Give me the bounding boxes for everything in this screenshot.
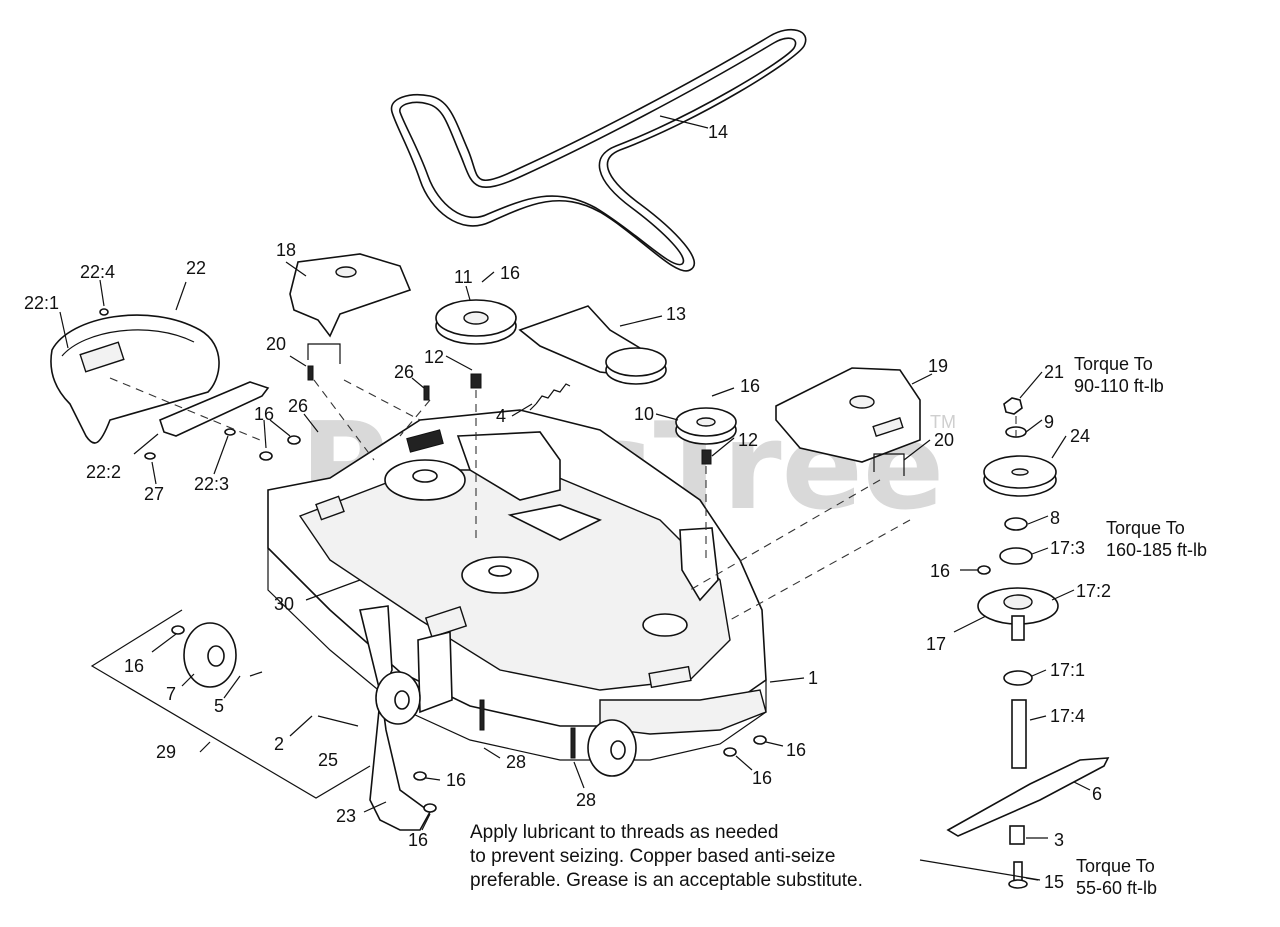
group-bracket-29 xyxy=(90,609,371,799)
callout-16-h: 16 xyxy=(446,770,466,790)
callout-16-b: 16 xyxy=(254,404,274,424)
belt-cover-19[interactable] xyxy=(775,367,921,463)
callout-17: 17 xyxy=(926,634,946,654)
callout-27: 27 xyxy=(144,484,164,504)
gauge-wheel-mid[interactable] xyxy=(375,671,421,725)
callout-16-f: 16 xyxy=(786,740,806,760)
callout-6: 6 xyxy=(1092,784,1102,804)
torque-spec-17-line2: 160-185 ft-lb xyxy=(1106,540,1207,560)
front-bracket-left[interactable] xyxy=(359,605,453,831)
cover-bracket[interactable] xyxy=(159,381,270,437)
spindle-housing-17[interactable] xyxy=(977,587,1059,641)
callout-16-c: 16 xyxy=(740,376,760,396)
callout-18: 18 xyxy=(276,240,296,260)
bearing-17-3[interactable] xyxy=(999,547,1033,565)
gauge-wheel-front-left[interactable] xyxy=(183,622,237,688)
belt-cover-left[interactable] xyxy=(50,314,220,444)
callout-29: 29 xyxy=(156,742,176,762)
torque-spec-21: Torque To 90-110 ft-lb xyxy=(1074,354,1164,396)
callout-19: 19 xyxy=(928,356,948,376)
rod-20-right[interactable] xyxy=(873,453,905,476)
callout-17-2: 17:2 xyxy=(1076,581,1111,601)
blade-6[interactable] xyxy=(946,757,1110,837)
callout-16-g: 16 xyxy=(752,768,772,788)
torque-spec-15-line2: 55-60 ft-lb xyxy=(1076,878,1157,898)
callout-17-4: 17:4 xyxy=(1050,706,1085,726)
callout-2: 2 xyxy=(274,734,284,754)
hardware-bolts xyxy=(99,308,991,813)
callout-28-b: 28 xyxy=(576,790,596,810)
torque-spec-15: Torque To 55-60 ft-lb xyxy=(1076,856,1157,898)
bearing-17-1[interactable] xyxy=(1003,670,1033,686)
bearing-8[interactable] xyxy=(1004,517,1028,531)
callout-16-e: 16 xyxy=(124,656,144,676)
callout-22-3: 22:3 xyxy=(194,474,229,494)
callout-10: 10 xyxy=(634,404,654,424)
callout-26-a: 26 xyxy=(394,362,414,382)
callout-22-2: 22:2 xyxy=(86,462,121,482)
leader-lines xyxy=(59,115,1091,881)
spindle-nut-21[interactable] xyxy=(1003,397,1023,415)
callout-25: 25 xyxy=(318,750,338,770)
callout-14: 14 xyxy=(708,122,728,142)
callout-28-a: 28 xyxy=(506,752,526,772)
callout-15: 15 xyxy=(1044,872,1064,892)
callout-17-3: 17:3 xyxy=(1050,538,1085,558)
callout-labels: 14 22:4 22 22:1 18 11 16 13 20 12 26 26 … xyxy=(24,122,1111,892)
callout-5: 5 xyxy=(214,696,224,716)
callout-17-1: 17:1 xyxy=(1050,660,1085,680)
pulley-24[interactable] xyxy=(983,455,1057,497)
callout-1: 1 xyxy=(808,668,818,688)
callout-23: 23 xyxy=(336,806,356,826)
callout-16-a: 16 xyxy=(500,263,520,283)
callout-26-b: 26 xyxy=(288,396,308,416)
torque-spec-21-line2: 90-110 ft-lb xyxy=(1074,376,1164,396)
torque-spec-17-line1: Torque To xyxy=(1106,518,1185,538)
blade-adapter-3[interactable] xyxy=(1009,825,1025,845)
note-line-1: Apply lubricant to threads as needed xyxy=(470,822,778,843)
callout-7: 7 xyxy=(166,684,176,704)
spindle-shaft-17-4[interactable] xyxy=(1011,699,1027,769)
callout-4: 4 xyxy=(496,406,506,426)
callout-20-b: 20 xyxy=(934,430,954,450)
torque-spec-21-line1: Torque To xyxy=(1074,354,1153,374)
belt-cover-18[interactable] xyxy=(289,253,412,338)
idler-arm-13[interactable] xyxy=(518,305,667,385)
callout-24: 24 xyxy=(1070,426,1090,446)
note-line-2: to prevent seizing. Copper based anti-se… xyxy=(470,846,835,867)
idler-pulley-11[interactable] xyxy=(435,299,517,389)
idler-pulley-10[interactable] xyxy=(675,407,737,465)
belt-part[interactable] xyxy=(390,28,807,272)
callout-12-b: 12 xyxy=(738,430,758,450)
callout-16-i: 16 xyxy=(408,830,428,850)
lubricant-note: Apply lubricant to threads as needed to … xyxy=(470,822,863,891)
note-line-3: preferable. Grease is an acceptable subs… xyxy=(470,870,863,891)
callout-16-d: 16 xyxy=(930,561,950,581)
callout-3: 3 xyxy=(1054,830,1064,850)
callout-30: 30 xyxy=(274,594,294,614)
spring-4[interactable] xyxy=(529,383,571,411)
idler-bracket[interactable] xyxy=(456,431,719,602)
rod-20-left[interactable] xyxy=(307,343,341,364)
callout-22: 22 xyxy=(186,258,206,278)
callout-13: 13 xyxy=(666,304,686,324)
callout-22-1: 22:1 xyxy=(24,293,59,313)
torque-spec-15-line1: Torque To xyxy=(1076,856,1155,876)
callout-22-4: 22:4 xyxy=(80,262,115,282)
callout-12-a: 12 xyxy=(424,347,444,367)
callout-21: 21 xyxy=(1044,362,1064,382)
watermark-tm: TM xyxy=(930,412,956,432)
gauge-wheel-rear[interactable] xyxy=(587,719,637,777)
blade-bolt-15[interactable] xyxy=(1008,861,1028,889)
callout-11: 11 xyxy=(454,267,473,287)
mower-deck[interactable] xyxy=(267,409,767,761)
callout-8: 8 xyxy=(1050,508,1060,528)
callout-20-a: 20 xyxy=(266,334,286,354)
callout-9: 9 xyxy=(1044,412,1054,432)
assembly-guide-lines xyxy=(109,377,1017,621)
torque-spec-17: Torque To 160-185 ft-lb xyxy=(1106,518,1207,560)
